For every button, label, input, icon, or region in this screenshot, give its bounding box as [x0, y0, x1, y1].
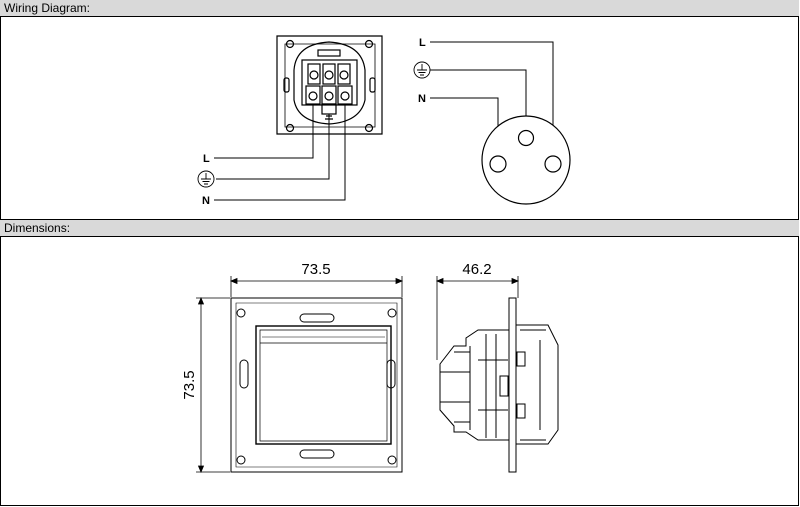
width-value: 73.5	[301, 261, 330, 278]
height-dimension-line	[196, 296, 230, 474]
socket-face	[481, 115, 571, 205]
section-header-wiring: Wiring Diagram:	[0, 0, 799, 17]
earth-ground-icon	[413, 61, 431, 79]
front-view	[230, 297, 403, 473]
right-line-label: L	[419, 37, 426, 49]
side-view	[439, 297, 559, 473]
depth-value: 46.2	[462, 261, 491, 278]
right-neutral-label: N	[418, 93, 426, 105]
left-wires	[214, 104, 346, 201]
socket-rear-view	[276, 35, 383, 135]
depth-dimension-line	[435, 276, 520, 360]
left-line-label: L	[203, 153, 210, 165]
earth-ground-icon	[197, 170, 215, 188]
height-value: 73.5	[181, 370, 198, 399]
section-header-dimensions: Dimensions:	[0, 219, 799, 237]
left-neutral-label: N	[202, 195, 210, 207]
width-dimension-line	[229, 276, 404, 297]
